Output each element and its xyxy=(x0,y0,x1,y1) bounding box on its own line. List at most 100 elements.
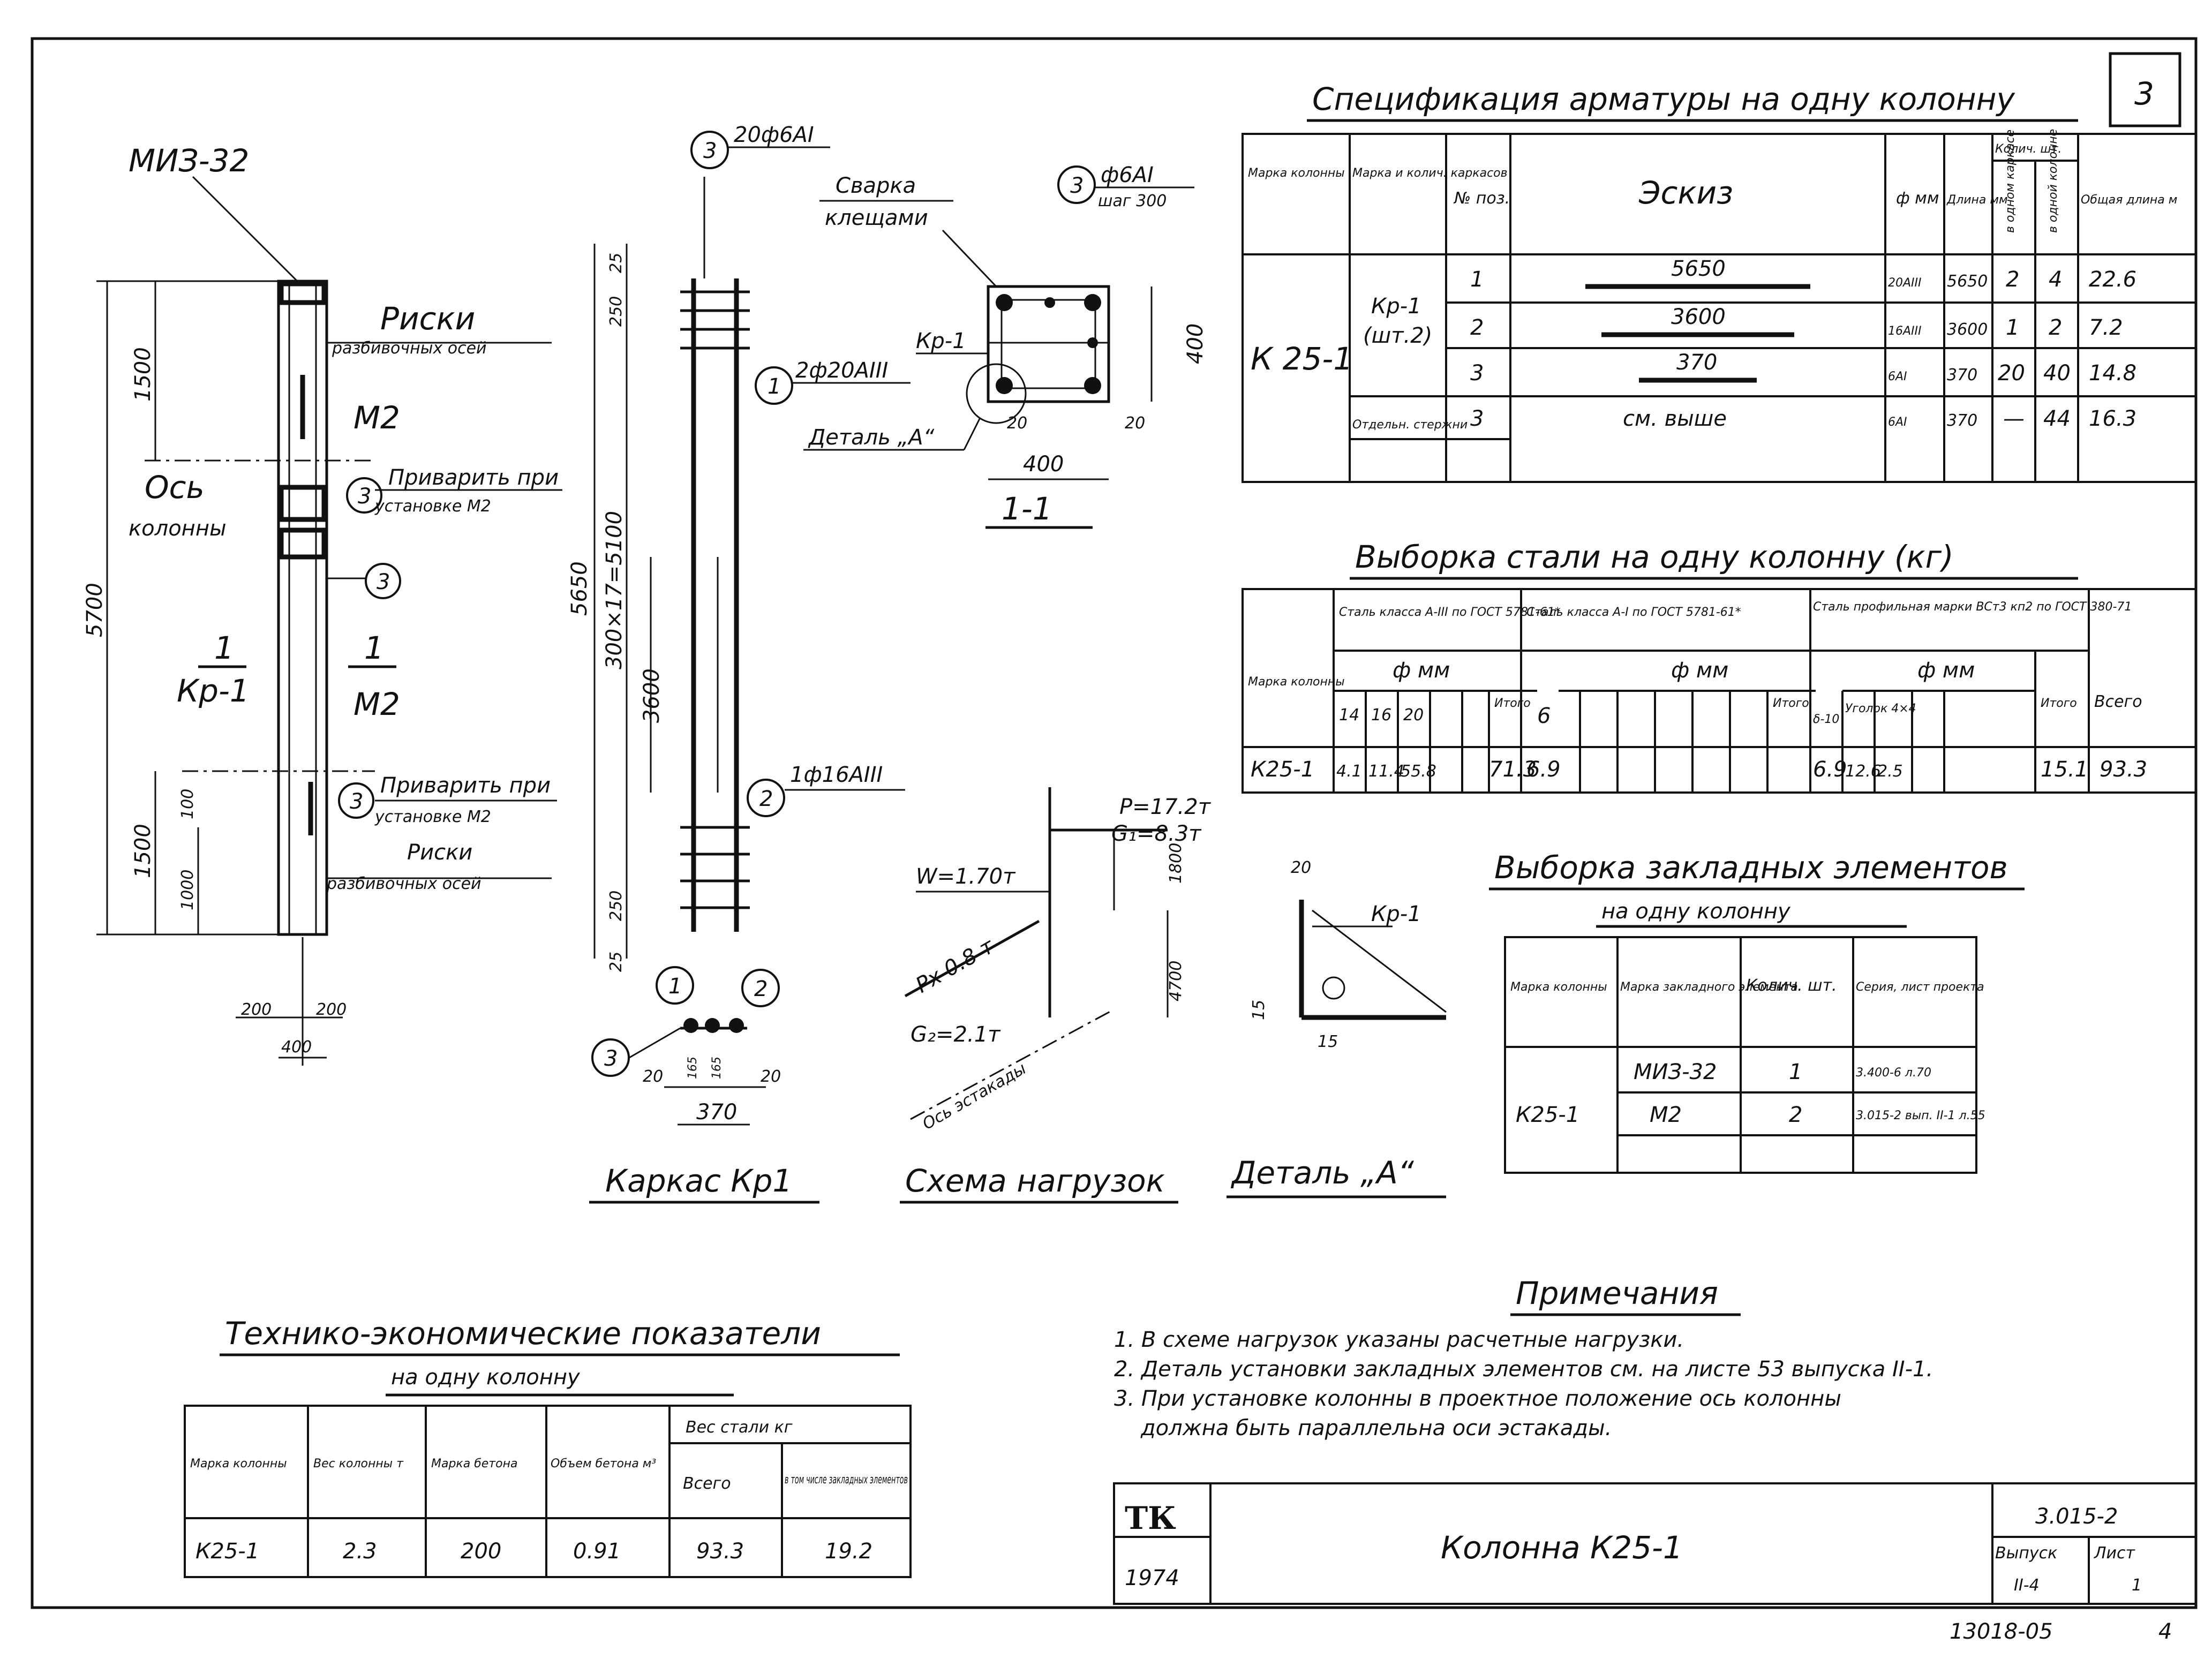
tep-v-all: 93.3 xyxy=(696,1539,744,1564)
steel-h-sub2: Итого xyxy=(1773,697,1809,710)
weld-label2: клещами xyxy=(825,206,928,230)
steel-v3: 55.8 xyxy=(1401,762,1436,781)
embed-row: МИЗ-32 1 3.400-6 л.70 xyxy=(1634,1060,1931,1084)
m2-label-a: М2 xyxy=(353,399,400,436)
kr-label: Кр-1 xyxy=(177,673,250,709)
mark-3c: 3 xyxy=(350,789,363,814)
weld-label: Сварка xyxy=(836,174,916,198)
embed-title-2: на одну колонну xyxy=(1601,899,1791,924)
stamp-issue-value: II-4 xyxy=(2014,1576,2040,1595)
embed-qty: 1 xyxy=(1789,1060,1802,1084)
dim-250b: 250 xyxy=(607,891,626,921)
embed-col-mark: К25-1 xyxy=(1516,1103,1579,1127)
spec-sketch: 3600 xyxy=(1671,305,1726,329)
weld-label-1: Приварить при xyxy=(388,465,559,490)
dim-25b: 25 xyxy=(607,952,626,972)
embed-table: Выборка закладных элементов на одну коло… xyxy=(1489,849,2025,1174)
steel-h-sub1: Итого xyxy=(1494,697,1531,710)
spec-pos: 2 xyxy=(1470,315,1484,340)
spec-q2: 4 xyxy=(2049,267,2062,292)
note-2: 2. Деталь установки закладных элементов … xyxy=(1114,1357,1933,1382)
spec-total: 14.8 xyxy=(2089,361,2136,386)
embed-title-1: Выборка закладных элементов xyxy=(1494,849,2008,886)
spec-cage-label: Кр-1 xyxy=(1371,294,1421,319)
load-px: Px 0.8 т xyxy=(912,933,999,998)
detail-kr: Кр-1 xyxy=(1371,902,1421,926)
steel-h-sub3: Итого xyxy=(2041,697,2077,710)
embed-series: 3.015-2 вып. II-1 л.55 xyxy=(1856,1109,1985,1122)
steel-d3: 20 xyxy=(1403,706,1424,725)
spec-title: Спецификация арматуры на одну колонну xyxy=(1312,81,2015,117)
load-w: W=1.70т xyxy=(916,864,1016,889)
spec-pos: 3 xyxy=(1470,361,1484,386)
steel-h-total: Всего xyxy=(2094,692,2142,711)
steel-v5: 6.9 xyxy=(1526,757,1561,782)
sec-kr: Кр-1 xyxy=(916,329,966,353)
tep-v-concrete: 200 xyxy=(461,1539,501,1564)
spec-row: 1 5650 20AIII 5650 2 4 22.6 xyxy=(1470,257,2136,292)
steel-d2: 16 xyxy=(1371,706,1391,725)
tep-table: Технико-экономические показатели на одну… xyxy=(184,1315,912,1578)
miz-label: МИЗ-32 xyxy=(129,142,249,179)
embed-series: 3.400-6 л.70 xyxy=(1856,1066,1931,1080)
load-p: P=17.2т xyxy=(1119,795,1212,819)
embed-qty: 2 xyxy=(1789,1103,1802,1127)
axis-label-2: колонны xyxy=(129,516,227,541)
tep-v-mark: К25-1 xyxy=(195,1539,259,1564)
spec-len: 370 xyxy=(1947,366,1977,384)
spec-len: 3600 xyxy=(1947,320,1988,339)
dim-1000: 1000 xyxy=(178,870,197,910)
steel-h-g1: Сталь класса A-III по ГОСТ 5781-61* xyxy=(1339,606,1561,619)
cage-mark-3: 3 xyxy=(703,139,717,163)
spec-pos: 1 xyxy=(1470,267,1484,292)
load-4700: 4700 xyxy=(1167,961,1185,1001)
dim-200a: 200 xyxy=(241,1000,272,1019)
tep-v-volume: 0.91 xyxy=(573,1539,621,1564)
sec-mark-3: 3 xyxy=(604,1046,618,1071)
sec-165a: 165 xyxy=(686,1057,699,1079)
tep-h-incl: в том числе закладных элементов xyxy=(785,1473,908,1487)
note-1: 1. В схеме нагрузок указаны расчетные на… xyxy=(1114,1328,1684,1352)
tep-h-mark: Марка колонны xyxy=(190,1457,287,1471)
dim-1500-top: 1500 xyxy=(131,347,155,402)
load-axis: Ось эстакады xyxy=(920,1059,1029,1134)
steel-row-mark: К25-1 xyxy=(1251,757,1314,782)
dim-1500-bot: 1500 xyxy=(131,824,155,878)
stamp-sheet-label: Лист xyxy=(2094,1544,2136,1563)
risk-label-1: Риски xyxy=(380,300,475,337)
steel-v4: 71.3 xyxy=(1489,757,1537,782)
detail-title: Деталь „А“ xyxy=(1230,1155,1415,1191)
sec-detail: Деталь „А“ xyxy=(808,425,935,450)
note-3: 3. При установке колонны в проектное пол… xyxy=(1114,1386,1841,1411)
sec-mark-1: 1 xyxy=(668,974,682,999)
sec-mark-2: 2 xyxy=(754,977,768,1001)
steel-v1: 4.1 xyxy=(1336,762,1362,781)
notes: Примечания 1. В схеме нагрузок указаны р… xyxy=(1114,1275,1933,1441)
spec-h-sketch: Эскиз xyxy=(1638,175,1733,211)
spec-q1: — xyxy=(2003,406,2025,431)
spec-h-len: Длина мм xyxy=(1946,193,2008,207)
steel-d4: 6 xyxy=(1537,704,1551,728)
m2-label-b: М2 xyxy=(353,686,400,722)
embed-el: М2 xyxy=(1650,1103,1682,1127)
spec-dia: 20AIII xyxy=(1888,276,1922,290)
spec-dia: 6AI xyxy=(1888,370,1907,383)
steel-title: Выборка стали на одну колонну (кг) xyxy=(1355,539,1954,575)
risk-label-2: Риски xyxy=(407,840,472,865)
load-g2: G₂=2.1т xyxy=(911,1022,1001,1047)
title-block: ТК 1974 Колонна К25-1 3.015-2 Выпуск II-… xyxy=(1113,1482,2197,1605)
risk-label-2b: разбивочных осей xyxy=(326,874,481,893)
cage-kp1: 5650 25 250 300×17=5100 3600 250 25 3 20… xyxy=(567,123,911,1204)
steel-h-g3: Сталь профильная марки ВСт3 кп2 по ГОСТ … xyxy=(1813,600,2132,614)
embed-h-series: Серия, лист проекта xyxy=(1856,981,1984,994)
steel-d1: 14 xyxy=(1339,706,1359,725)
dim-100: 100 xyxy=(178,789,197,819)
load-title: Схема нагрузок xyxy=(905,1163,1165,1199)
bottom-page: 4 xyxy=(2158,1619,2172,1644)
spec-dia: 16AIII xyxy=(1888,325,1922,338)
embed-h-mark: Марка колонны xyxy=(1510,981,1607,994)
dim-300x17: 300×17=5100 xyxy=(602,511,627,669)
tep-h-weight: Вес колонны т xyxy=(313,1457,404,1471)
section-mark-b: 1 xyxy=(364,630,384,666)
